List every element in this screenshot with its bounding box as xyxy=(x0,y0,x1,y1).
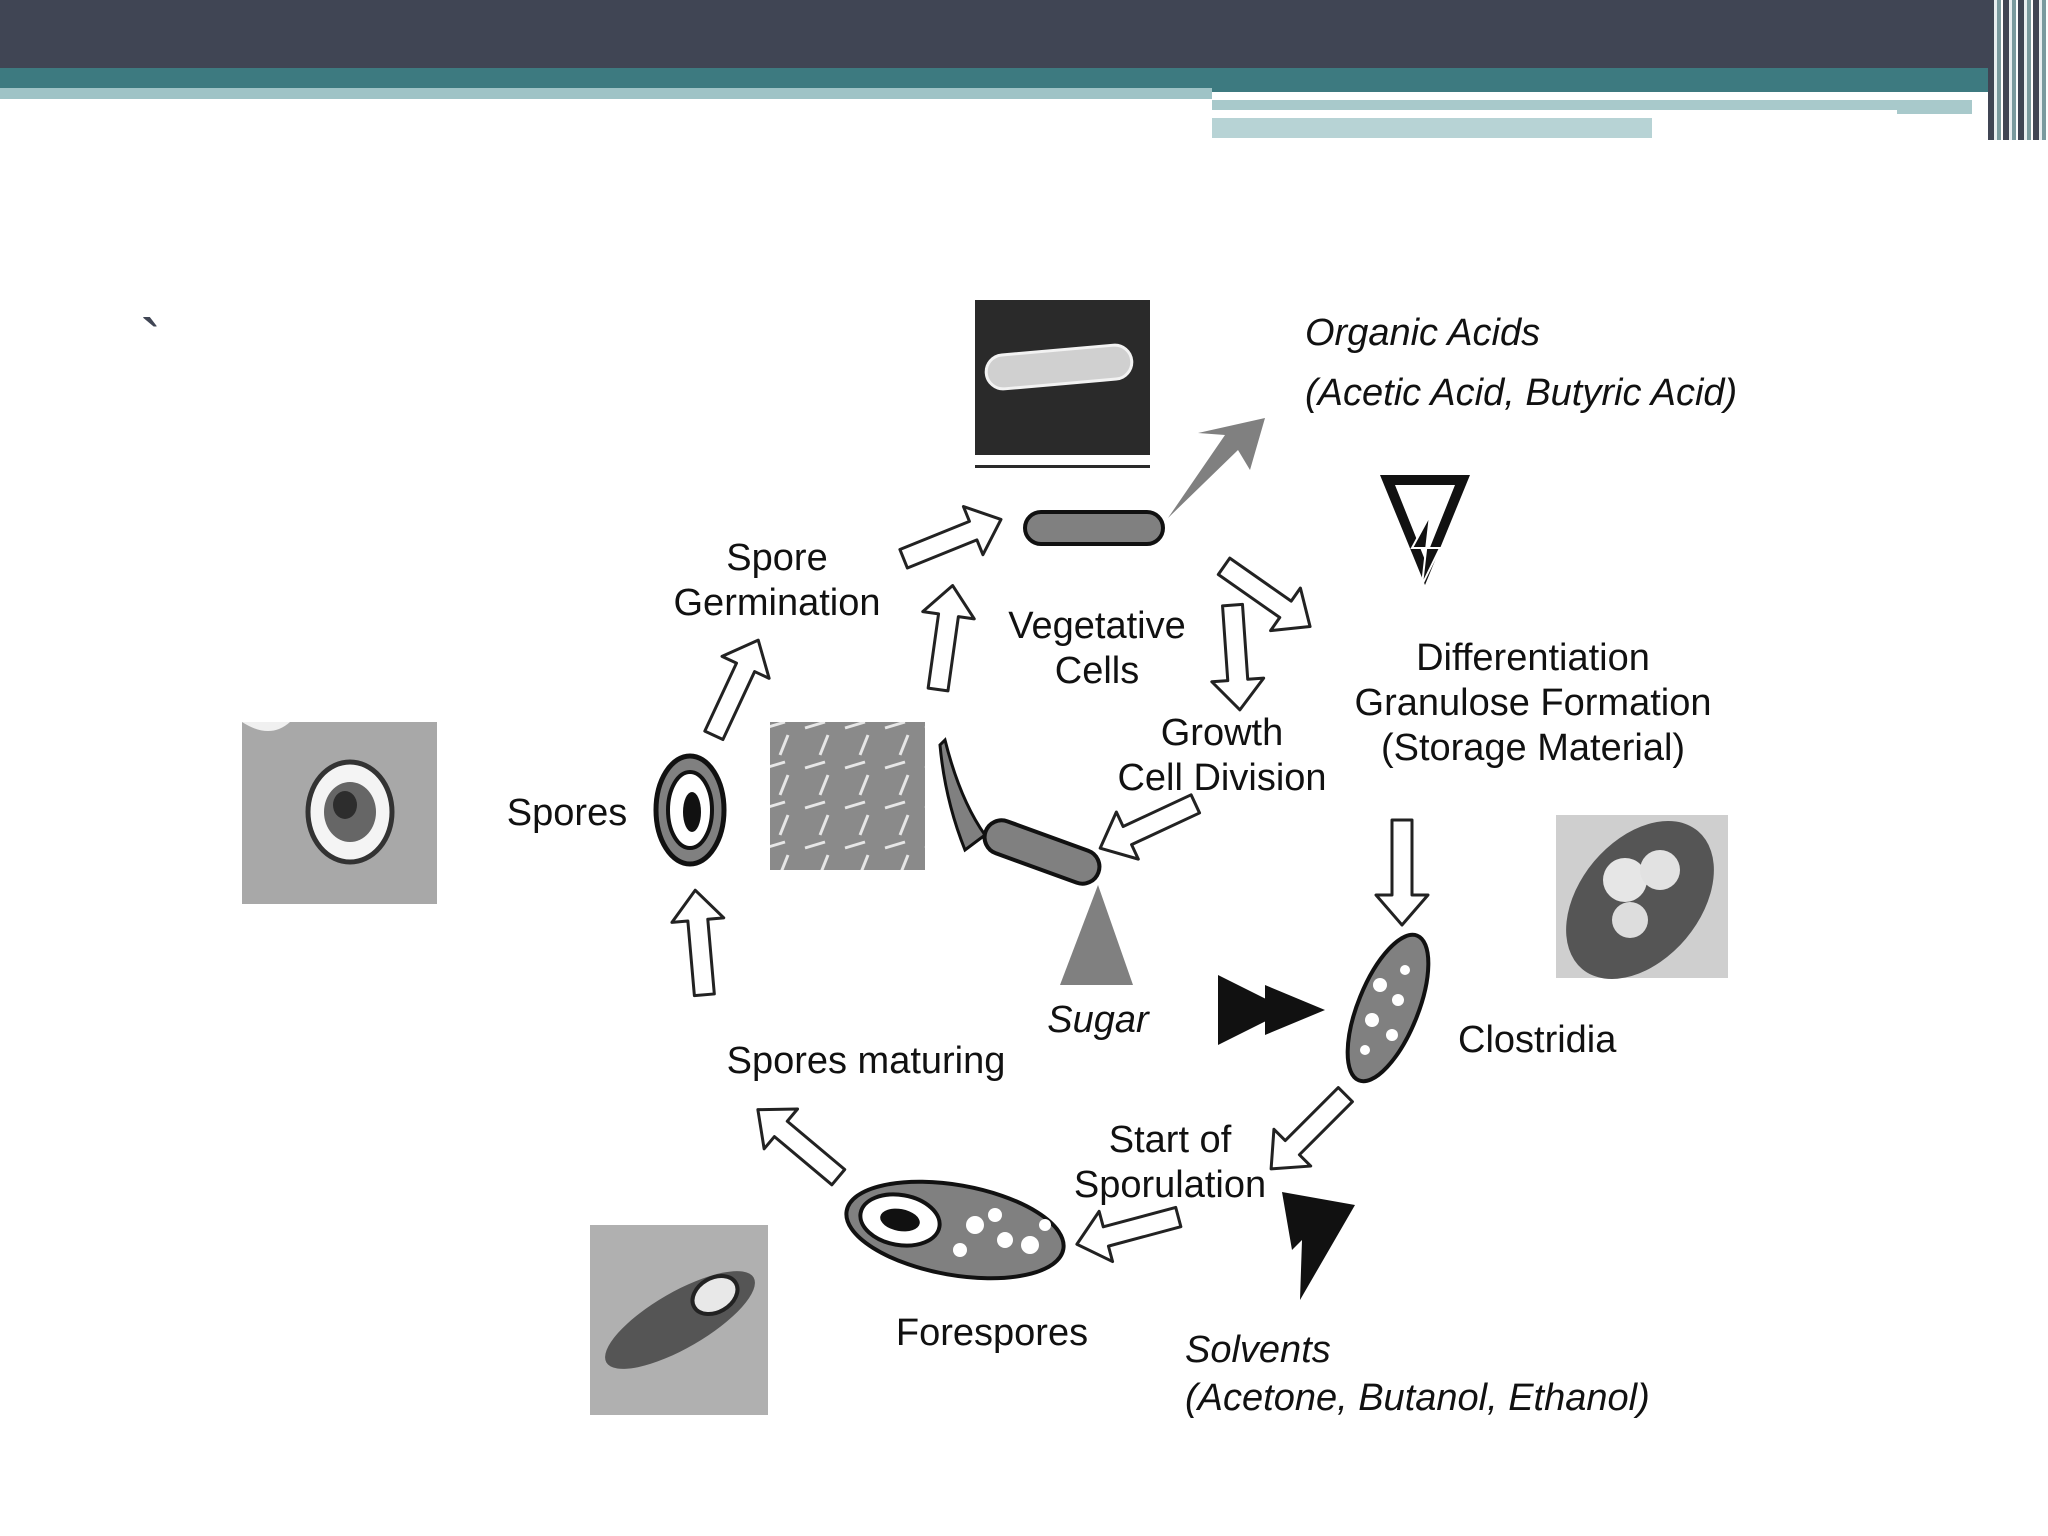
arrow-solvents-out xyxy=(1282,1192,1355,1300)
label-organic-acids-detail: (Acetic Acid, Butyric Acid) xyxy=(1305,372,1737,414)
dividing-cell-b xyxy=(982,818,1102,886)
label-differentiation-2: Granulose Formation xyxy=(1355,682,1712,724)
slide-mark: ` xyxy=(140,306,162,378)
header-white-line xyxy=(1212,110,1897,115)
micrograph-spore xyxy=(242,722,437,904)
arrow-vegetative-to-growth xyxy=(1210,602,1266,712)
header-strip-right-lower xyxy=(1212,118,1652,138)
arrow-forespores-to-maturing xyxy=(756,1107,847,1187)
label-solvents-detail: (Acetone, Butanol, Ethanol) xyxy=(1185,1377,1650,1419)
label-sugar: Sugar xyxy=(1047,999,1150,1041)
label-clostridia: Clostridia xyxy=(1458,1019,1617,1061)
sem-image-vegetative xyxy=(975,300,1150,468)
label-solvents: Solvents xyxy=(1185,1329,1331,1371)
arrow-sporulation-to-forespores xyxy=(1075,1205,1183,1264)
vegetative-cell xyxy=(1023,510,1165,546)
arrow-rods-to-vegetative xyxy=(921,584,976,693)
label-forespores: Forespores xyxy=(896,1312,1088,1354)
arrow-differentiation-to-clostridia xyxy=(1374,818,1430,927)
arrow-vegetative-to-differentiation xyxy=(1216,556,1312,633)
label-differentiation-3: (Storage Material) xyxy=(1381,727,1685,769)
arrow-clostridia-to-sporulation xyxy=(1269,1086,1354,1171)
label-sporulation-1: Start of xyxy=(1109,1119,1232,1161)
arrow-germination-to-vegetative xyxy=(898,505,1003,570)
clostridia-cell xyxy=(1345,932,1431,1084)
label-sporulation-2: Sporulation xyxy=(1074,1164,1266,1206)
arrow-growth-to-cell xyxy=(1098,793,1202,861)
dividing-cell-a xyxy=(938,737,988,853)
arrow-acids-reabsorption xyxy=(1380,475,1470,586)
label-organic-acids: Organic Acids xyxy=(1305,312,1540,354)
arrow-sugar-in xyxy=(1060,885,1133,985)
label-growth-1: Growth xyxy=(1161,712,1283,754)
header-bar xyxy=(0,0,2048,68)
label-differentiation-1: Differentiation xyxy=(1416,637,1650,679)
micrograph-granulose xyxy=(1556,815,1728,979)
arrow-sugar-to-clostridia xyxy=(1218,975,1325,1045)
forespore-cell xyxy=(844,1179,1066,1281)
micrograph-forespore xyxy=(590,1225,768,1415)
label-spore-germination-1: Spore xyxy=(726,537,827,579)
label-vegetative-2: Cells xyxy=(1055,650,1139,692)
micrograph-rods xyxy=(770,722,925,870)
arrow-organic-acids-out xyxy=(1168,418,1265,518)
header-edge-lines xyxy=(1988,0,2048,140)
label-vegetative-1: Vegetative xyxy=(1008,605,1185,647)
arrow-spores-to-germination xyxy=(703,638,771,742)
header-strip-light xyxy=(0,88,1212,99)
spore-cell xyxy=(653,753,727,867)
label-spore-germination-2: Germination xyxy=(674,582,881,624)
label-growth-2: Cell Division xyxy=(1117,757,1326,799)
label-spores: Spores xyxy=(507,792,627,834)
label-spores-maturing: Spores maturing xyxy=(727,1040,1006,1082)
arrow-maturing-to-spores xyxy=(670,888,726,998)
